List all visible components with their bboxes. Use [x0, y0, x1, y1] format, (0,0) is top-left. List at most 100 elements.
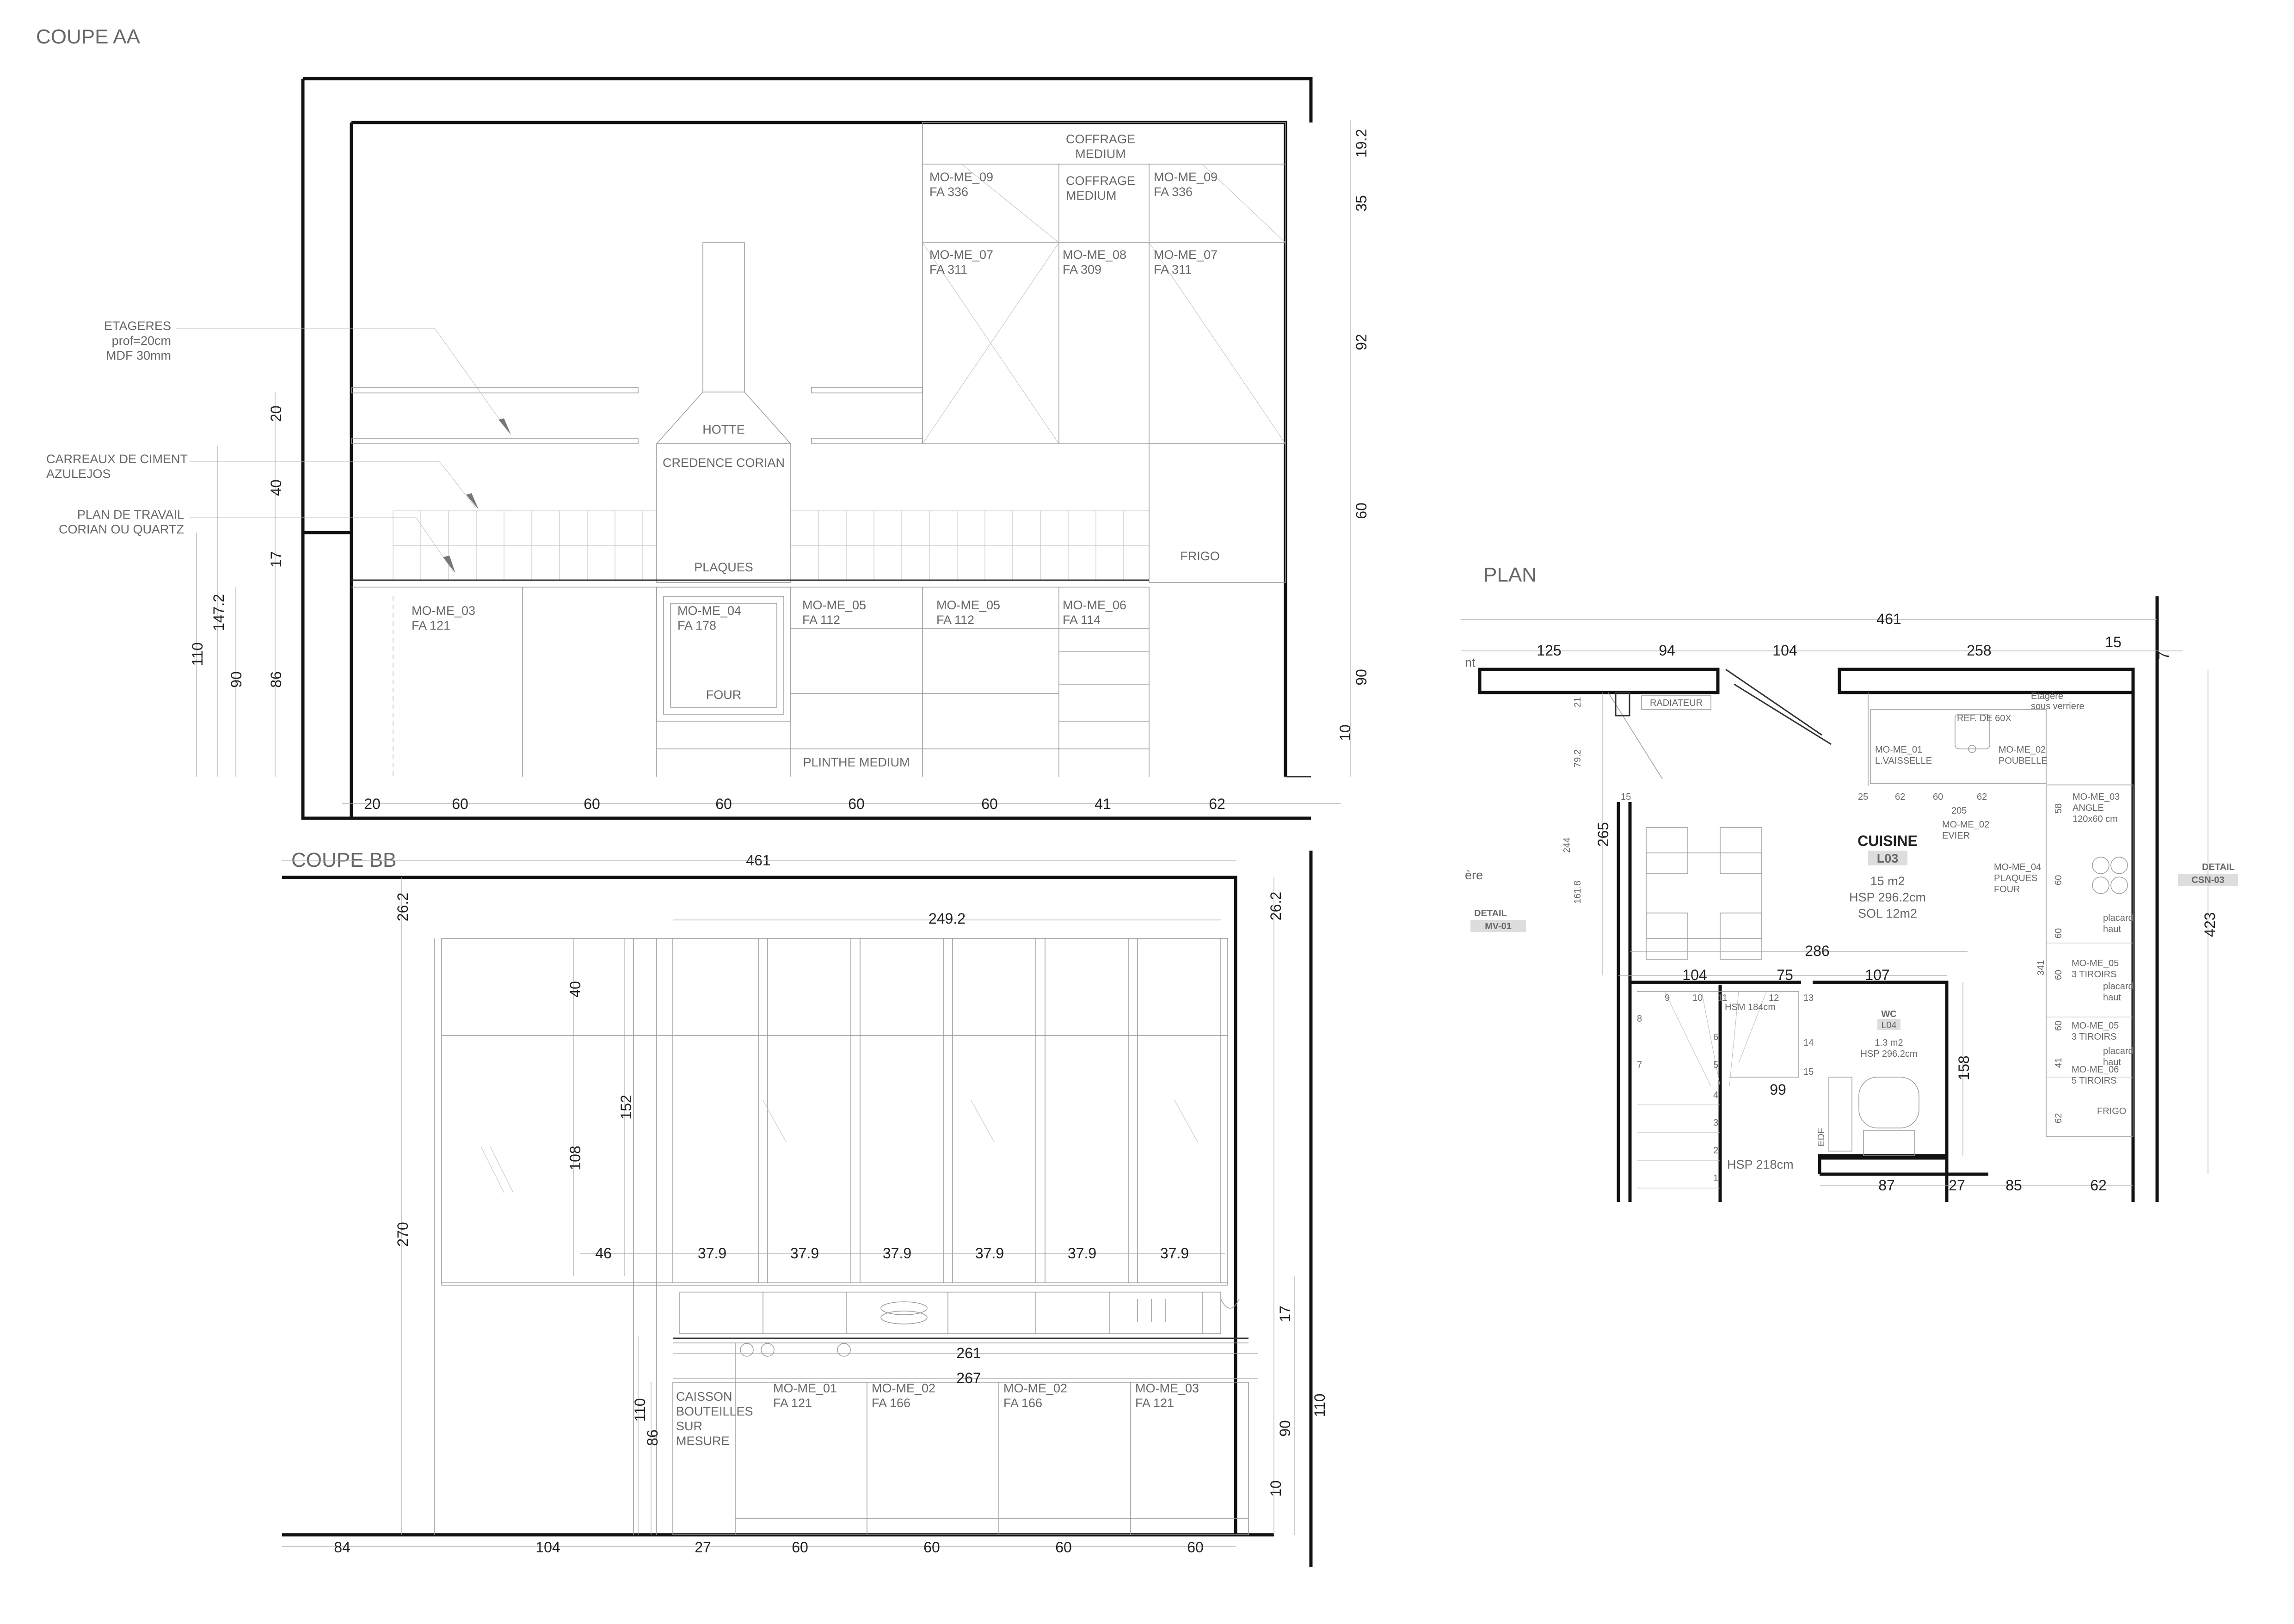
plan-hood-small: REF. DE 60X	[1957, 713, 2011, 723]
svg-text:62: 62	[1977, 792, 1987, 802]
aa-frigo-label: FRIGO	[1180, 549, 1220, 563]
plan-cut-label-1: nt	[1465, 656, 1476, 669]
svg-text:7: 7	[1637, 1060, 1642, 1070]
plan-side-dims: 58 60 60 60 60 41 62 341	[2036, 803, 2064, 1123]
svg-text:CUISINE: CUISINE	[1857, 833, 1918, 849]
svg-text:CARREAUX DE CIMENT: CARREAUX DE CIMENT	[46, 452, 188, 466]
svg-text:MO-ME_04: MO-ME_04	[1994, 862, 2041, 872]
aa-coffrage-mid: COFFRAGE MEDIUM	[1066, 174, 1135, 202]
svg-text:94: 94	[1659, 642, 1675, 659]
svg-text:46: 46	[595, 1245, 612, 1262]
svg-text:20: 20	[364, 796, 381, 812]
svg-text:110: 110	[189, 642, 206, 666]
svg-text:104: 104	[535, 1539, 560, 1556]
svg-text:MO-ME_03: MO-ME_03	[412, 604, 475, 618]
svg-text:MO-ME_06: MO-ME_06	[2072, 1065, 2119, 1075]
svg-text:27: 27	[1949, 1177, 1965, 1194]
svg-text:12: 12	[1769, 993, 1779, 1003]
svg-text:placard: placard	[2103, 913, 2134, 923]
svg-text:1.3 m2: 1.3 m2	[1875, 1038, 1903, 1048]
svg-text:158: 158	[1956, 1055, 1972, 1080]
svg-text:MO-ME_01: MO-ME_01	[773, 1381, 837, 1395]
svg-text:37.9: 37.9	[790, 1245, 819, 1262]
svg-text:2: 2	[1713, 1146, 1718, 1156]
svg-text:Etagère: Etagère	[2031, 691, 2063, 701]
svg-text:110: 110	[632, 1398, 648, 1422]
svg-text:MEDIUM: MEDIUM	[1066, 189, 1117, 202]
svg-text:MO-ME_02: MO-ME_02	[1003, 1381, 1067, 1395]
svg-text:FA 336: FA 336	[929, 185, 968, 199]
svg-text:haut: haut	[2103, 993, 2121, 1003]
svg-text:60: 60	[2054, 928, 2064, 938]
svg-text:104: 104	[1682, 967, 1707, 983]
svg-text:MO-ME_03: MO-ME_03	[1135, 1381, 1199, 1395]
svg-text:9: 9	[1665, 993, 1670, 1003]
svg-text:125: 125	[1537, 642, 1561, 659]
svg-text:60: 60	[584, 796, 600, 812]
svg-text:27: 27	[695, 1539, 711, 1556]
svg-text:423: 423	[2202, 912, 2218, 937]
plan-window	[1725, 668, 1832, 745]
svg-text:haut: haut	[2103, 1057, 2121, 1067]
plan-stair-numbers: 1 2 3 4 5 6 7 8 9 10 11 12 13 14 15	[1637, 993, 1814, 1183]
plan-cooktop	[2092, 857, 2128, 894]
svg-text:FA 166: FA 166	[1003, 1396, 1042, 1410]
svg-text:35: 35	[1353, 195, 1370, 212]
svg-text:244: 244	[1562, 838, 1572, 853]
svg-text:L03: L03	[1877, 852, 1899, 865]
svg-text:5 TIROIRS: 5 TIROIRS	[2072, 1076, 2116, 1086]
svg-text:MO-ME_05: MO-ME_05	[802, 598, 866, 612]
svg-text:90: 90	[1277, 1420, 1293, 1437]
bb-open-shelf	[679, 1292, 1221, 1334]
aa-credence	[656, 443, 791, 583]
svg-text:RADIATEUR: RADIATEUR	[1650, 698, 1703, 708]
svg-text:HSP 296.2cm: HSP 296.2cm	[1860, 1049, 1917, 1059]
plan-cuisine-label: CUISINE L03 15 m2 HSP 296.2cm SOL 12m2	[1849, 833, 1926, 920]
svg-text:19.2: 19.2	[1353, 129, 1370, 158]
svg-text:86: 86	[644, 1429, 661, 1446]
plan-dims-top: 461 125 94 104 258 15 7	[1461, 611, 2183, 660]
aa-four-label: FOUR	[706, 688, 742, 702]
plan-furniture-labels: MO-ME_01 L.VAISSELLE MO-ME_02 POUBELLE M…	[1875, 745, 2134, 1116]
svg-text:FA 178: FA 178	[677, 619, 716, 632]
svg-text:11: 11	[1718, 993, 1728, 1003]
plan: PLAN RADIATEUR	[1461, 564, 2238, 1202]
svg-text:107: 107	[1865, 967, 1889, 983]
svg-text:205: 205	[1951, 806, 1967, 816]
plan-hsp218: HSP 218cm	[1727, 1158, 1794, 1171]
svg-text:CAISSON: CAISSON	[676, 1390, 732, 1403]
bb-mullions	[672, 938, 1221, 1283]
svg-text:85: 85	[2005, 1177, 2022, 1194]
svg-text:10: 10	[1692, 993, 1703, 1003]
svg-text:60: 60	[923, 1539, 940, 1556]
bb-total-dim: 461	[746, 852, 770, 869]
bb-dims-bottom: 84 104 27 60 60 60 60	[282, 1539, 1236, 1556]
svg-text:147.2: 147.2	[210, 594, 227, 631]
svg-text:60: 60	[848, 796, 865, 812]
svg-text:MESURE: MESURE	[676, 1434, 730, 1448]
coupe-bb: COUPE BB 461	[282, 849, 1328, 1567]
svg-text:62: 62	[1209, 796, 1225, 812]
svg-text:PLAN DE TRAVAIL: PLAN DE TRAVAIL	[77, 508, 184, 521]
svg-text:3 TIROIRS: 3 TIROIRS	[2072, 1032, 2116, 1042]
svg-text:17: 17	[1277, 1305, 1293, 1322]
svg-text:FA 311: FA 311	[1154, 263, 1192, 276]
svg-text:62: 62	[2054, 1113, 2064, 1123]
svg-text:MO-ME_09: MO-ME_09	[1154, 170, 1218, 184]
svg-text:90: 90	[228, 671, 245, 688]
svg-text:75: 75	[1777, 967, 1793, 983]
svg-text:CORIAN OU QUARTZ: CORIAN OU QUARTZ	[59, 522, 184, 536]
svg-text:MO-ME_07: MO-ME_07	[1154, 248, 1218, 262]
svg-text:104: 104	[1772, 642, 1797, 659]
svg-text:58: 58	[2054, 803, 2064, 814]
aa-shelf-1	[351, 387, 639, 393]
svg-text:60: 60	[792, 1539, 808, 1556]
svg-text:60: 60	[2054, 1021, 2064, 1031]
svg-text:MO-ME_02: MO-ME_02	[872, 1381, 935, 1395]
svg-text:152: 152	[618, 1095, 634, 1119]
aa-carreaux-label: CARREAUX DE CIMENT AZULEJOS	[46, 452, 479, 509]
plan-table	[1646, 852, 1762, 939]
svg-text:249.2: 249.2	[929, 910, 966, 927]
svg-text:sous verriere: sous verriere	[2031, 701, 2085, 711]
